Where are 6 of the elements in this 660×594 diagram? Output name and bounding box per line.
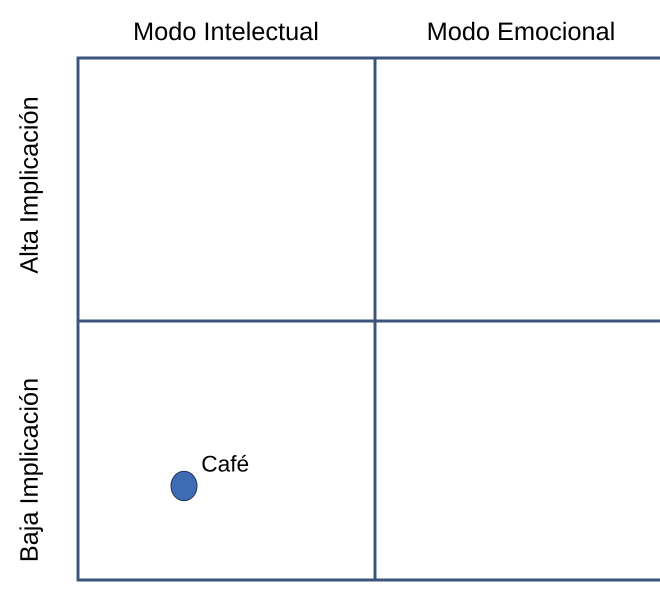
dot <box>170 470 198 502</box>
column-header: Modo Emocional <box>428 22 614 40</box>
row-header: Baja Implicación <box>19 379 43 560</box>
row-header: Alta Implicación <box>19 98 43 274</box>
column-header: Modo Intelectual <box>135 22 318 40</box>
point-label: Café <box>202 454 248 472</box>
